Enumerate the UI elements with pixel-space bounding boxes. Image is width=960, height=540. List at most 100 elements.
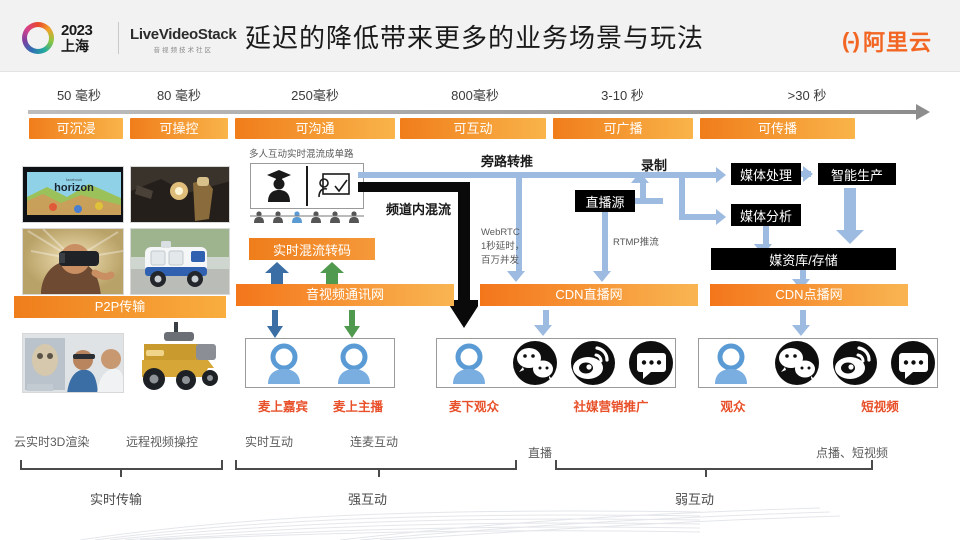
channel-mix-label: 频道内混流 xyxy=(386,202,452,217)
timeline-arrow-icon xyxy=(916,104,930,120)
bypass-drop-arrow-icon xyxy=(507,271,525,282)
brace-weak-tick xyxy=(705,468,707,477)
scene-label-4: 直播 xyxy=(528,446,553,460)
timeline-chip-3[interactable]: 可互动 xyxy=(400,118,546,139)
event-year: 2023 xyxy=(61,22,93,39)
webrtc-note: WebRTC 1秒延时， 百万并发 xyxy=(481,226,524,267)
webrtc-note-line-0: WebRTC xyxy=(481,227,520,238)
endpoint-panel-live-audience xyxy=(436,338,676,388)
audience-downlink-v xyxy=(543,310,549,328)
media-process-box: 媒体处理 xyxy=(731,163,801,185)
svg-text:facebook: facebook xyxy=(66,177,82,182)
record-connect-arrow-icon xyxy=(631,172,649,183)
audience-strip xyxy=(250,210,364,224)
event-city: 上海 xyxy=(61,38,89,54)
endpoint-panel-vod-audience xyxy=(698,338,938,388)
stage-panel xyxy=(250,163,364,209)
timeline-chip-1[interactable]: 可操控 xyxy=(130,118,228,139)
presentation-icon xyxy=(318,173,350,198)
media-analysis-box: 媒体分析 xyxy=(731,204,801,226)
slide-header: 2023 上海 LiveVideoStack 音视频技术社区 延迟的降低带来更多… xyxy=(0,0,960,72)
blue-uplink-arrow xyxy=(265,262,289,284)
media-tile-robot-arm-vehicle xyxy=(130,320,230,393)
scene-label-0: 云实时3D渲染 xyxy=(14,435,90,449)
bypass-drop-line xyxy=(516,175,522,273)
timeline-chip-0[interactable]: 可沉浸 xyxy=(29,118,123,139)
channel-mix-arrow xyxy=(358,182,482,332)
group-label-1: 强互动 xyxy=(348,492,388,507)
endpoint-label-0: 麦上嘉宾 xyxy=(257,400,308,414)
scene-label-3: 连麦互动 xyxy=(350,435,399,449)
group-label-2: 弱互动 xyxy=(675,492,715,507)
brace-strong-right xyxy=(515,460,517,470)
viewer-downlink-v xyxy=(800,310,806,328)
brace-weak-right xyxy=(871,460,873,470)
svg-text:horizon: horizon xyxy=(54,182,94,194)
transcode-box: 实时混流转码 xyxy=(249,238,375,260)
record-connect-h xyxy=(635,198,663,204)
record-label: 录制 xyxy=(641,158,668,173)
brace-realtime-left xyxy=(20,460,22,470)
timeline-labels: 50 毫秒 80 毫秒 250毫秒 800毫秒 3-10 秒 >30 秒 xyxy=(0,85,960,107)
endpoint-label-4: 观众 xyxy=(720,400,746,414)
header-divider xyxy=(118,22,119,54)
analysis-to-library-v xyxy=(763,226,769,246)
timeline-label-3: 800毫秒 xyxy=(451,88,499,103)
scene-label-5: 点播、短视频 xyxy=(816,446,889,460)
audience-downlink-arrow-icon xyxy=(534,325,552,336)
media-tile-delivery-robot xyxy=(130,228,230,295)
media-tile-horizon-vr-world: horizon facebook xyxy=(22,166,124,223)
comment-icon xyxy=(891,341,935,385)
to-smart-production-h xyxy=(801,171,811,177)
brand-name: LiveVideoStack xyxy=(130,26,237,43)
timeline-axis xyxy=(28,110,920,114)
brand-logo: LiveVideoStack 音视频技术社区 xyxy=(130,26,237,54)
smart-production-box: 智能生产 xyxy=(818,163,896,185)
timeline-chip-5[interactable]: 可传播 xyxy=(700,118,855,139)
timeline-label-5: >30 秒 xyxy=(787,88,827,103)
rtmp-drop-arrow-icon xyxy=(593,271,611,282)
endpoint-panel-interactive xyxy=(245,338,395,388)
guest-downlink-arrow xyxy=(267,310,283,338)
rtmp-drop-line xyxy=(602,212,608,273)
bypass-bus-line xyxy=(358,172,718,178)
media-tile-remote-welding-operation xyxy=(130,166,230,223)
rtmp-note: RTMP推流 xyxy=(613,237,659,248)
event-logo: 2023 上海 xyxy=(22,22,93,54)
library-to-cdn-v xyxy=(800,270,806,282)
scene-label-2: 实时互动 xyxy=(245,435,294,449)
timeline-chip-4[interactable]: 可广播 xyxy=(553,118,693,139)
brace-strong-top xyxy=(235,468,517,470)
brace-realtime-right xyxy=(221,460,223,470)
comment-icon xyxy=(629,341,673,385)
viewer-downlink-arrow-icon xyxy=(792,325,810,336)
media-analysis-arrow-icon xyxy=(716,209,726,225)
event-year-city: 2023 上海 xyxy=(61,22,93,54)
brace-weak-top xyxy=(555,468,873,470)
network-bar-cdn-live: CDN直播网 xyxy=(480,284,698,306)
aliyun-mark-icon: (-) xyxy=(842,28,860,53)
endpoint-label-5: 短视频 xyxy=(861,400,899,414)
anchor-downlink-arrow xyxy=(344,310,360,338)
media-library-box: 媒资库/存储 xyxy=(711,248,896,270)
sponsor-logo: (-) 阿里云 xyxy=(842,25,932,57)
green-uplink-arrow xyxy=(320,262,344,284)
timeline-chips: 可沉浸 可操控 可沟通 可互动 可广播 可传播 xyxy=(0,118,960,140)
weibo-icon xyxy=(571,341,615,385)
brace-strong-tick xyxy=(378,468,380,477)
webrtc-note-line-2: 百万并发 xyxy=(481,254,520,266)
media-process-feed-h xyxy=(679,172,719,178)
network-bar-cdn-vod: CDN点播网 xyxy=(710,284,908,306)
decorative-swoosh xyxy=(0,506,960,540)
wechat-icon xyxy=(513,341,557,385)
record-connect-v xyxy=(640,182,646,200)
sponsor-name: 阿里云 xyxy=(862,30,932,55)
live-source-box: 直播源 xyxy=(575,190,635,212)
timeline-label-1: 80 毫秒 xyxy=(156,88,202,103)
brace-strong-left xyxy=(235,460,237,470)
graduate-icon xyxy=(267,170,291,202)
timeline-chip-2[interactable]: 可沟通 xyxy=(235,118,395,139)
production-to-library-arrow-icon xyxy=(836,230,864,244)
brace-weak-left xyxy=(555,460,557,470)
wechat-icon xyxy=(775,341,819,385)
